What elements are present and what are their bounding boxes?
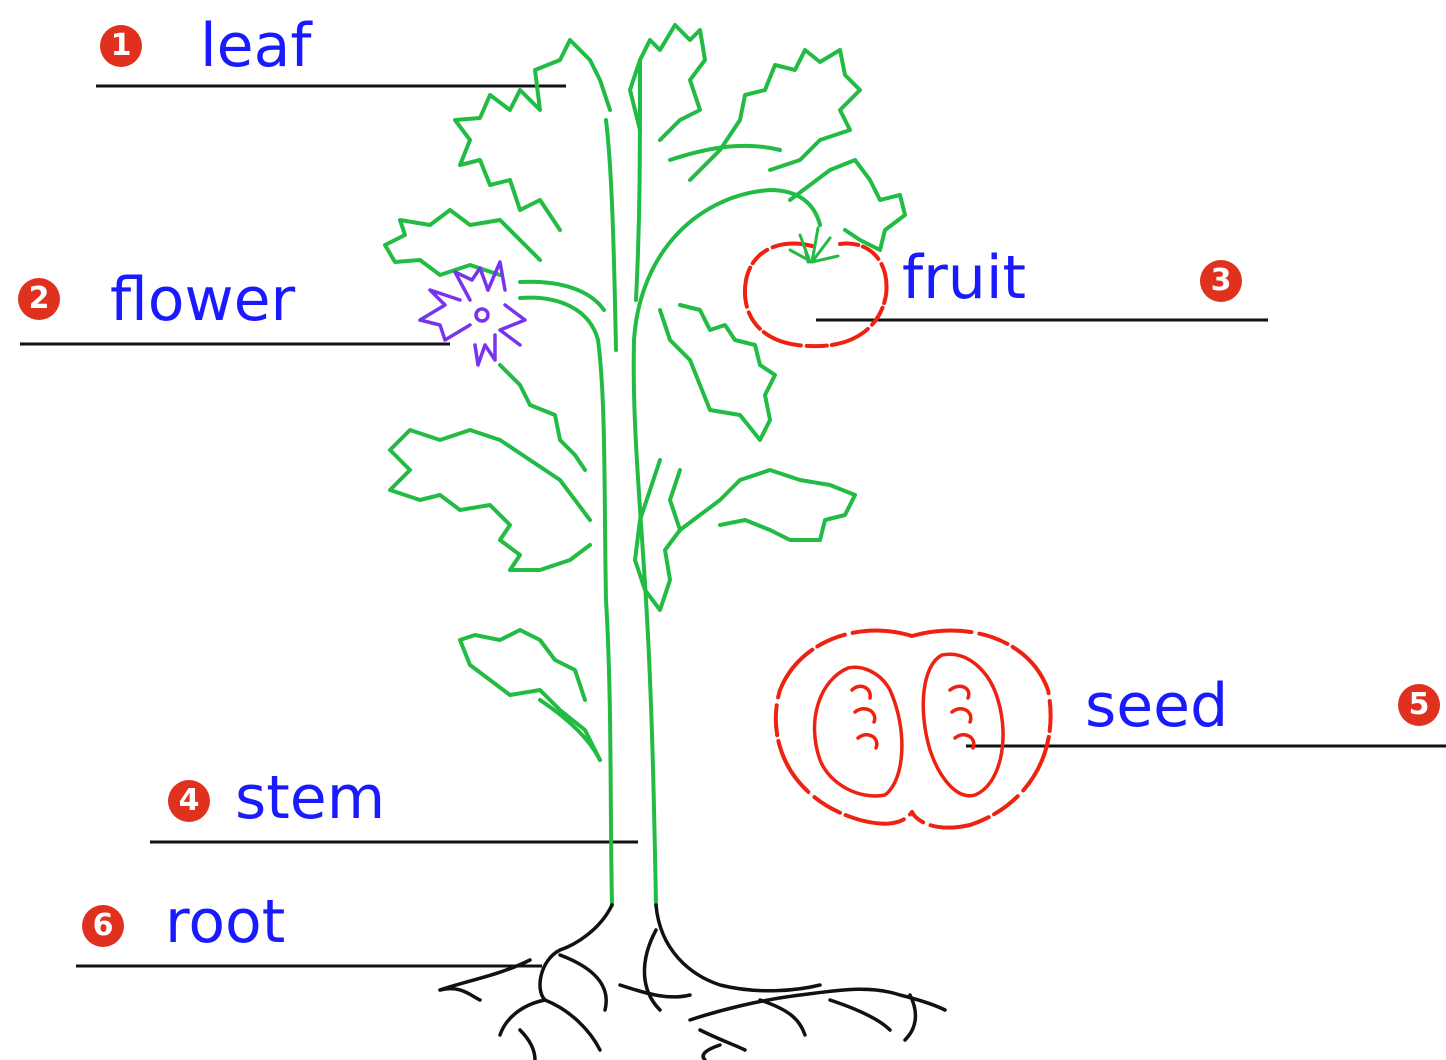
bottom-left-leaf: [460, 630, 600, 760]
cut-fruit-chambers: [815, 654, 1004, 796]
plant-stem-drawing: [520, 60, 820, 905]
leader-lines: [20, 86, 1446, 966]
left-upper-leaf: [385, 210, 540, 275]
flower-drawing: [420, 262, 525, 365]
roots-drawing: [440, 905, 945, 1060]
right-upper-leaf: [790, 160, 905, 250]
label-1-leaf-text: leaf: [200, 16, 311, 76]
label-6-root-text: root: [165, 892, 285, 952]
left-middle-leaf: [390, 430, 590, 570]
label-5-number-badge: 5: [1398, 684, 1440, 726]
label-2-number-badge: 2: [18, 278, 60, 320]
top-right-leaf: [690, 50, 860, 180]
label-6-number-badge: 6: [82, 905, 124, 947]
label-5-seed-text: seed: [1085, 676, 1228, 736]
left-flower-leaf: [500, 365, 585, 470]
top-left-leaf: [455, 40, 610, 230]
label-3-fruit-text: fruit: [902, 248, 1026, 308]
label-4-number-badge: 4: [168, 780, 210, 822]
label-1-number-badge: 1: [100, 25, 142, 67]
label-2-flower-text: flower: [110, 270, 295, 330]
cut-fruit-drawing: [776, 631, 1051, 828]
leaves-drawing: [385, 25, 905, 760]
label-3-number-badge: 3: [1200, 260, 1242, 302]
right-lower-leaf: [680, 470, 855, 540]
label-4-stem-text: stem: [235, 768, 385, 828]
